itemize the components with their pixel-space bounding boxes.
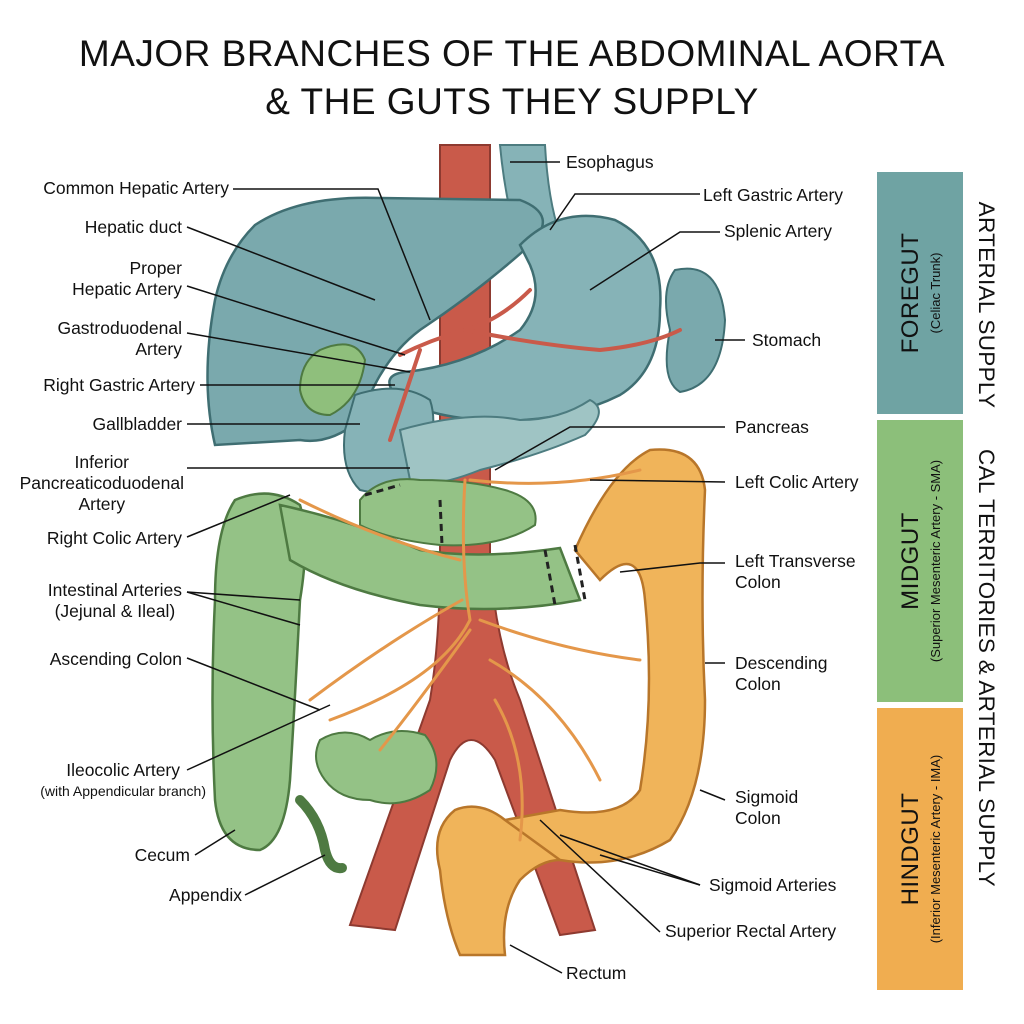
watershed-line-4 (364, 483, 401, 497)
foregut-band: FOREGUT (Celiac Trunk) (877, 172, 963, 414)
label-pancreas: Pancreas (735, 417, 809, 437)
midgut-title: MIDGUT (897, 512, 924, 610)
leader-lines (186, 161, 745, 974)
label-left-gastric-artery: Left Gastric Artery (703, 185, 844, 205)
hindgut-title: HINDGUT (897, 792, 924, 906)
pancreas (398, 398, 600, 485)
descending-colon (503, 448, 707, 864)
label-rectum: Rectum (566, 963, 627, 983)
label-right-gastric-artery: Right Gastric Artery (43, 375, 195, 395)
ima-branches (468, 468, 642, 842)
label-gallbladder: Gallbladder (92, 414, 183, 434)
label-common-hepatic-artery: Common Hepatic Artery (43, 178, 229, 198)
label-splenic-artery: Splenic Artery (724, 221, 832, 241)
label-hepatic-duct: Hepatic duct (84, 217, 182, 237)
label-stomach: Stomach (752, 330, 822, 350)
spleen (665, 267, 727, 394)
title-line-2: & THE GUTS THEY SUPPLY (265, 81, 759, 122)
label-superior-rectal-artery: Superior Rectal Artery (665, 921, 837, 941)
midgut-band: MIDGUT (Superior Mesenteric Artery - SMA… (877, 420, 963, 702)
liver (206, 196, 545, 447)
label-intestinal-arteries: Intestinal Arteries(Jejunal & Ileal) (47, 580, 182, 621)
ileum-loops (315, 730, 438, 805)
label-appendix: Appendix (169, 885, 242, 905)
watershed-line-1 (438, 499, 444, 546)
label-sigmoid-arteries: Sigmoid Arteries (709, 875, 837, 895)
diagram-title: MAJOR BRANCHES OF THE ABDOMINAL AORTA & … (0, 30, 1024, 126)
label-esophagus: Esophagus (566, 152, 654, 172)
watershed-line-2 (543, 549, 557, 606)
vertical-title-top: ARTERIAL SUPPLY (974, 201, 999, 409)
celiac-branches (388, 288, 682, 442)
watershed-line-3 (573, 544, 587, 601)
midgut-subtitle: (Superior Mesenteric Artery - SMA) (928, 459, 943, 663)
label-right-colic-artery: Right Colic Artery (46, 528, 182, 548)
label-cecum: Cecum (134, 845, 190, 865)
title-line-1: MAJOR BRANCHES OF THE ABDOMINAL AORTA (78, 33, 946, 74)
label-left-colic-artery: Left Colic Artery (735, 472, 859, 492)
hindgut-band: HINDGUT (Inferior Mesenteric Artery - IM… (877, 708, 963, 990)
foregut-subtitle: (Celiac Trunk) (928, 252, 943, 334)
jejunum-loop (359, 478, 537, 547)
label-ileocolic-artery: Ileocolic Artery(with Appendicular branc… (40, 760, 206, 799)
foregut-title: FOREGUT (897, 232, 924, 354)
sma-branches (298, 478, 472, 752)
appendix (295, 795, 347, 874)
sigmoid-colon (435, 805, 564, 957)
label-ascending-colon: Ascending Colon (49, 649, 182, 669)
vertical-title: CAL TERRITORIES & ARTERIAL SUPPLY (974, 449, 999, 887)
hindgut-subtitle: (Inferior Mesenteric Artery - IMA) (928, 754, 943, 944)
